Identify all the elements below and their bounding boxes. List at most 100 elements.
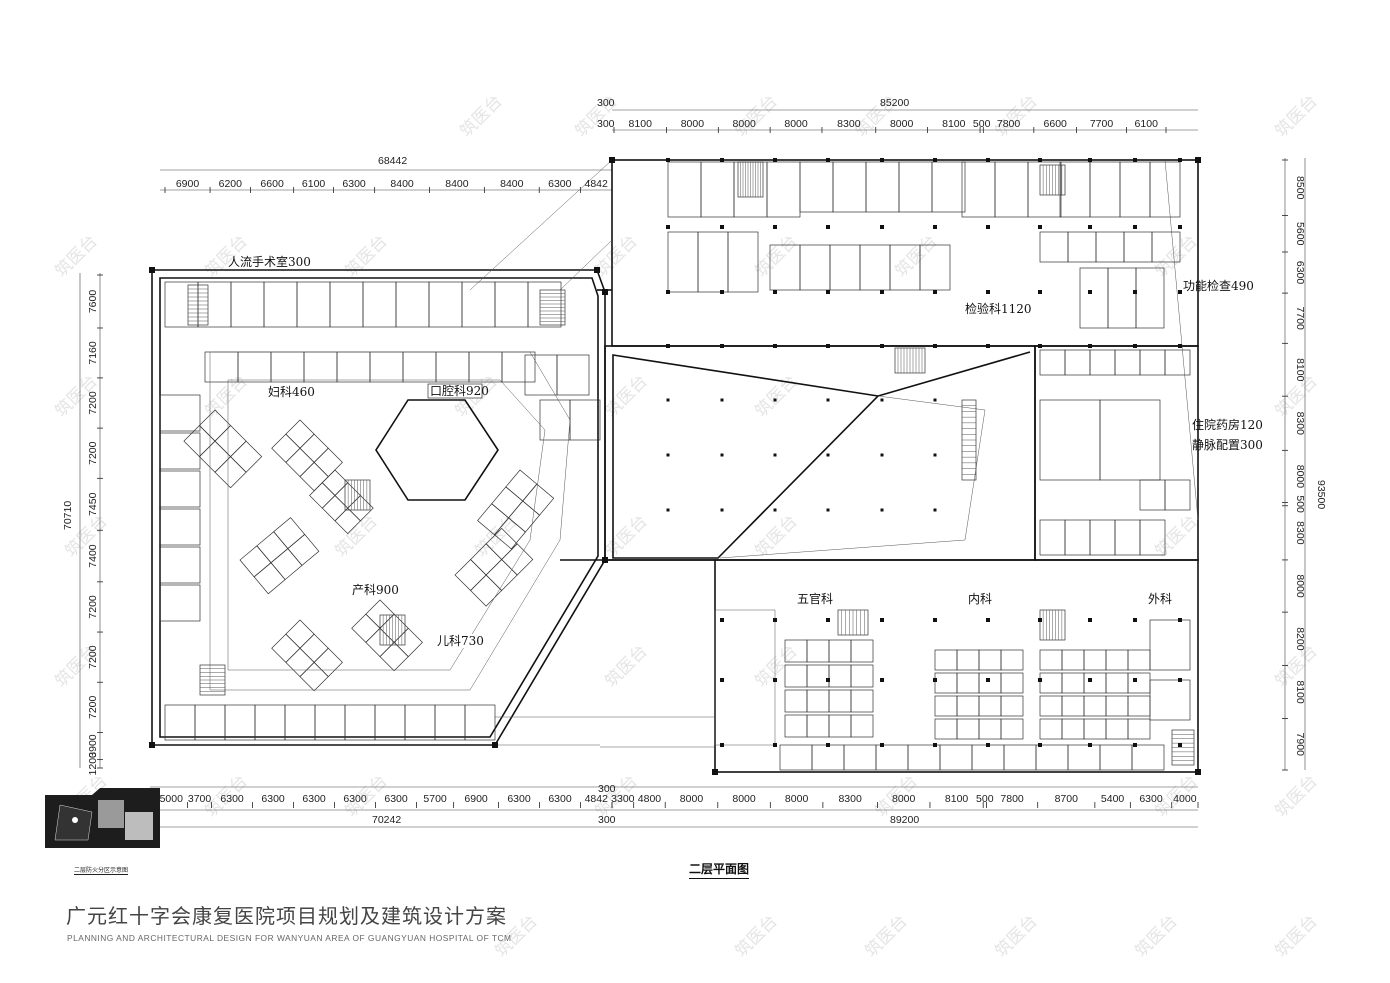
dim-segment: 4800 — [638, 793, 662, 805]
watermark-text: 筑医台 — [601, 371, 651, 421]
dim-segment: 7600 — [87, 290, 99, 314]
dim-segment: 8000 — [681, 118, 705, 130]
dim-segment: 6100 — [302, 178, 326, 190]
dim-segment: 8200 — [1294, 627, 1306, 651]
watermark-text: 筑医台 — [731, 911, 781, 961]
watermark-text: 筑医台 — [1151, 511, 1201, 561]
dept-iv: 静脉配置300 — [1192, 437, 1263, 452]
watermark-text: 筑医台 — [51, 231, 101, 281]
dim-segment: 8000 — [733, 118, 757, 130]
dim-segment: 7200 — [87, 595, 99, 619]
plan-title: 二层平面图 — [689, 860, 750, 879]
dim-segment: 6600 — [1044, 118, 1068, 130]
dim-segment: 7800 — [1000, 793, 1024, 805]
dim-bottom-total-right: 89200 — [890, 814, 919, 826]
dim-segment: 3900 — [87, 734, 99, 758]
dim-segment: 6300 — [1294, 261, 1306, 285]
dim-segment: 8400 — [445, 178, 469, 190]
dim-segment: 500 — [1294, 495, 1306, 513]
dim-segment: 7160 — [87, 341, 99, 365]
watermark-text: 筑医台 — [601, 511, 651, 561]
dim-segment: 5400 — [1101, 793, 1125, 805]
dim-segment: 6300 — [384, 793, 408, 805]
dim-bottom-mid-offset: 300 — [598, 783, 616, 795]
dim-segment: 500 — [976, 793, 994, 805]
dim-left-total: 70710 — [62, 501, 74, 530]
keymap-caption: 二层防火分区示意图 — [74, 867, 129, 875]
dim-segment: 8100 — [1294, 680, 1306, 704]
dim-segment: 5600 — [1294, 222, 1306, 246]
dimension-ticks — [97, 127, 1288, 808]
dim-top-right-offset2: 300 — [597, 118, 615, 130]
dim-segment: 6300 — [1139, 793, 1163, 805]
dim-segment: 7700 — [1294, 307, 1306, 331]
dim-segment: 7200 — [87, 696, 99, 720]
watermark-text: 筑医台 — [731, 91, 781, 141]
dim-segment: 8500 — [1294, 176, 1306, 200]
dept-obstetrics: 产科900 — [352, 583, 399, 597]
watermark-text: 筑医台 — [456, 91, 506, 141]
dim-segment: 7200 — [87, 645, 99, 669]
dim-right-total: 93500 — [1315, 480, 1327, 509]
dim-segment: 6300 — [548, 178, 572, 190]
dim-segment: 8000 — [1294, 574, 1306, 598]
stair-cores — [187, 161, 1195, 766]
dim-segment: 8000 — [785, 793, 809, 805]
dim-segment: 7400 — [87, 544, 99, 568]
dim-segment: 8100 — [629, 118, 653, 130]
dimension-lines — [79, 109, 1306, 828]
dim-segment: 8000 — [890, 118, 914, 130]
dim-segment: 7200 — [87, 441, 99, 465]
dim-segment: 6200 — [219, 178, 243, 190]
room-grid — [159, 161, 1191, 771]
watermark-text: 筑医台 — [1271, 911, 1321, 961]
watermark-layer: 筑医台筑医台筑医台筑医台筑医台筑医台筑医台筑医台筑医台筑医台筑医台筑医台筑医台筑… — [51, 91, 1321, 961]
dim-segment: 4842 — [585, 793, 609, 805]
watermark-text: 筑医台 — [1271, 771, 1321, 821]
dept-pharmacy: 住院药房120 — [1192, 417, 1263, 432]
left-wing-inner-ring — [227, 379, 546, 671]
dim-segment: 6900 — [176, 178, 200, 190]
dim-segment: 4000 — [1173, 793, 1197, 805]
dim-segment: 8300 — [1294, 412, 1306, 436]
dim-segment: 8700 — [1055, 793, 1079, 805]
watermark-text: 筑医台 — [991, 911, 1041, 961]
dim-segment: 500 — [973, 118, 991, 130]
dim-segment: 6900 — [464, 793, 488, 805]
dept-gyn: 妇科460 — [268, 385, 315, 399]
dim-segment: 7800 — [997, 118, 1021, 130]
dim-segment: 8300 — [1294, 521, 1306, 545]
dim-segment: 8100 — [1294, 358, 1306, 382]
fire-zone-keymap — [45, 788, 160, 848]
watermark-text: 筑医台 — [341, 231, 391, 281]
dim-segment: 8000 — [892, 793, 916, 805]
dim-segment: 6300 — [548, 793, 572, 805]
dim-top-total-right: 85200 — [880, 97, 909, 109]
watermark-text: 筑医台 — [861, 911, 911, 961]
dim-segment: 6300 — [302, 793, 326, 805]
dept-surgery: 人流手术室300 — [228, 254, 311, 269]
dim-segment: 6300 — [220, 793, 244, 805]
watermark-text: 筑医台 — [891, 231, 941, 281]
dimension-segment-texts: 8100 8000 8000 8000 8300 8000 8100 500 7800 6600 7… — [87, 118, 1306, 805]
dim-segment: 7450 — [87, 492, 99, 516]
dim-segment: 4842 — [585, 178, 609, 190]
dim-segment: 8000 — [1294, 465, 1306, 489]
dim-top-total-left: 68442 — [378, 155, 407, 167]
dim-segment: 6300 — [343, 793, 367, 805]
dim-segment: 8000 — [732, 793, 756, 805]
dim-segment: 7200 — [87, 391, 99, 415]
dim-segment: 8300 — [837, 118, 861, 130]
dim-segment: 7700 — [1090, 118, 1114, 130]
dim-segment: 3300 — [611, 793, 635, 805]
watermark-text: 筑医台 — [1271, 91, 1321, 141]
watermark-text: 筑医台 — [1131, 911, 1181, 961]
department-labels: 人流手术室300 妇科460 口腔科920 产科900 儿科730 检验科112… — [228, 254, 1263, 648]
dim-segment: 8000 — [680, 793, 704, 805]
dimension-texts: 85200 300 300 68442 300 70242 300 89200 … — [62, 97, 1327, 826]
watermark-text: 筑医台 — [201, 371, 251, 421]
dim-segment: 8400 — [390, 178, 414, 190]
dim-segment: 8100 — [942, 118, 966, 130]
structural-columns — [149, 157, 1201, 775]
